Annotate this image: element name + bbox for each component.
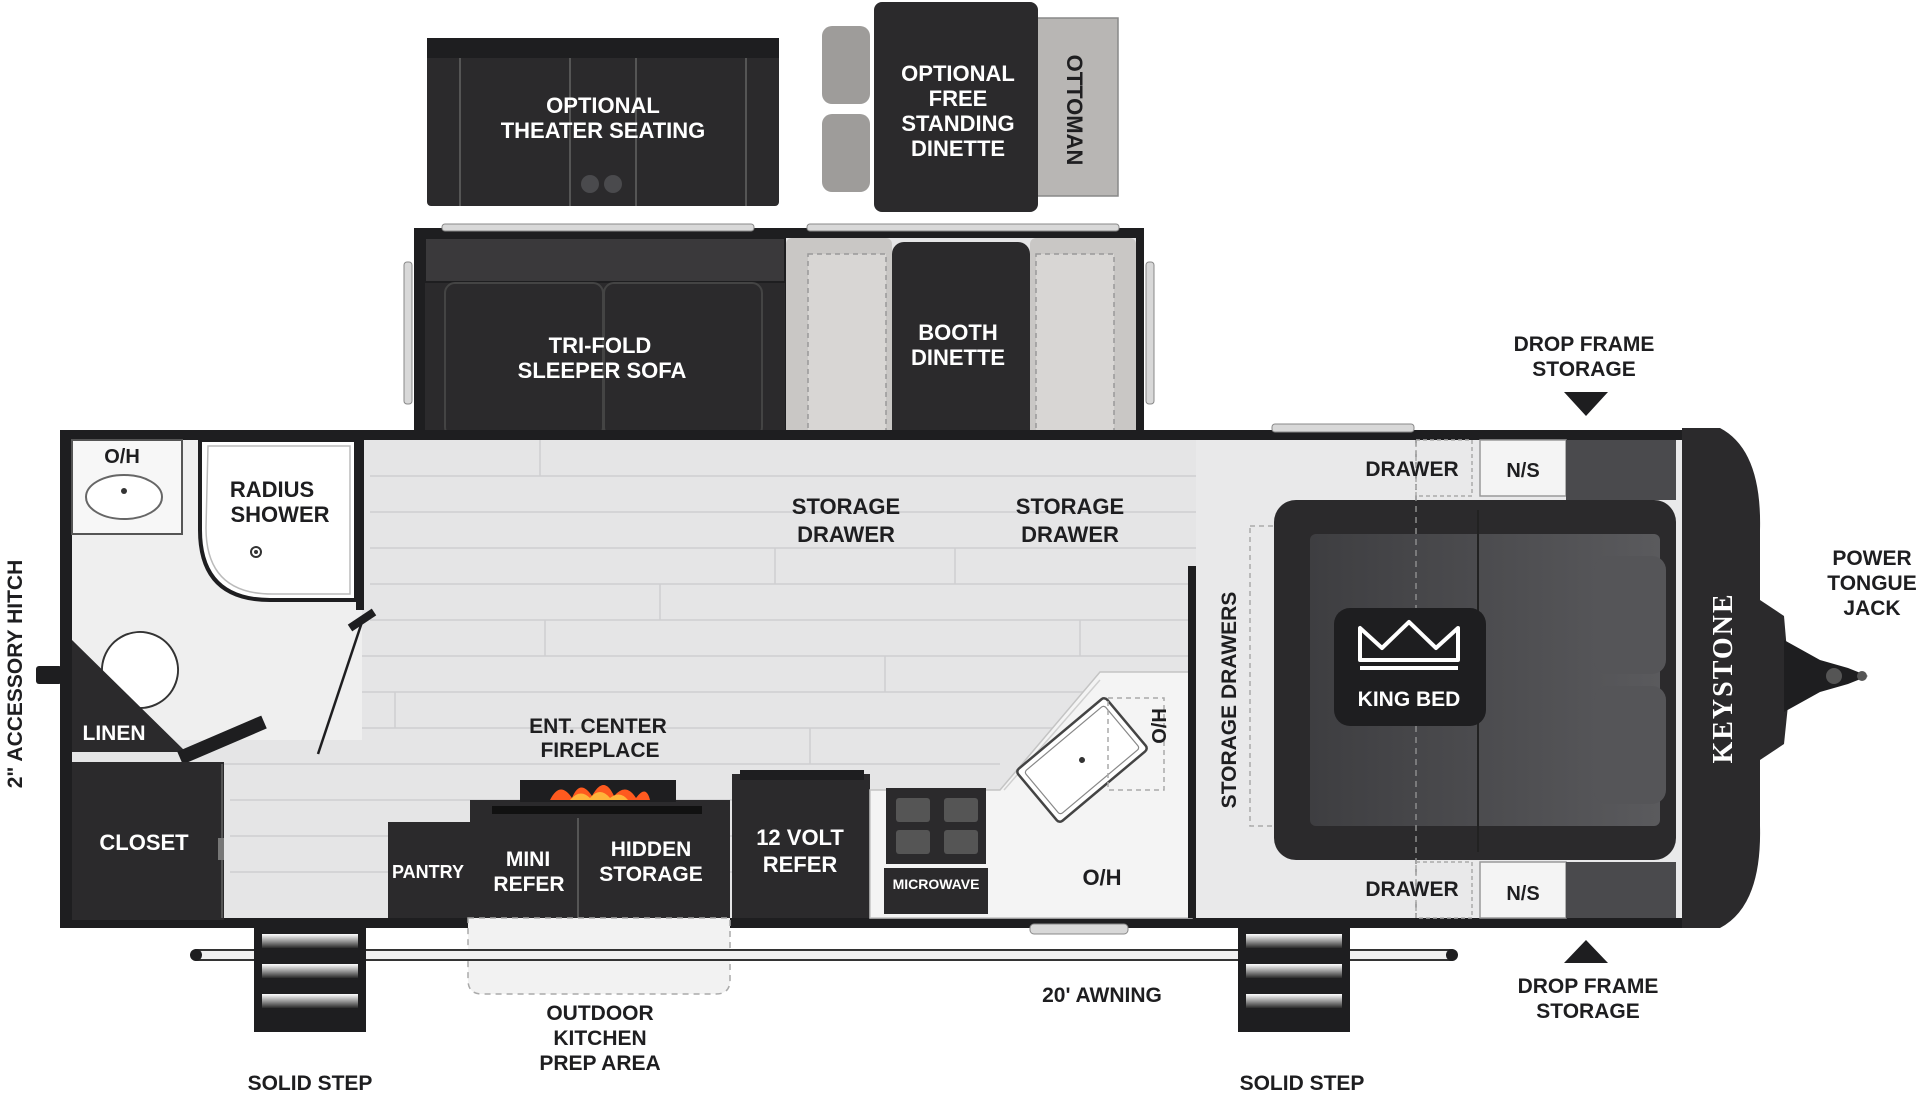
bedroom: STORAGE DRAWERS KING BED N/S N/S DRAWER …: [1196, 439, 1692, 919]
outdoor-kitchen-label-2: KITCHEN: [553, 1027, 646, 1050]
bath-oh-label: O/H: [104, 446, 140, 468]
drop-frame-storage-bottom-label-1: DROP FRAME: [1518, 975, 1659, 998]
drawer-bottom-label: DRAWER: [1365, 878, 1458, 901]
pantry-label: PANTRY: [392, 862, 464, 882]
sleeper-sofa-label-2: SLEEPER SOFA: [518, 358, 687, 383]
accessory-hitch-label: 2" ACCESSORY HITCH: [4, 560, 27, 789]
keystone-logo: KEYSTONE: [1708, 592, 1739, 763]
free-dinette-label-4: DINETTE: [911, 136, 1005, 161]
awning-label: 20' AWNING: [1042, 984, 1162, 1007]
drop-frame-storage-top-label-2: STORAGE: [1532, 358, 1635, 381]
booth-dinette-label-2: DINETTE: [911, 345, 1005, 370]
hidden-storage-label-1: HIDDEN: [611, 838, 692, 861]
booth-dinette-label-1: BOOTH: [918, 320, 997, 345]
optional-free-standing-dinette: OPTIONAL FREE STANDING DINETTE OTTOMAN: [822, 2, 1119, 212]
volt-refer-label-1: 12 VOLT: [756, 825, 844, 850]
kitchen: PANTRY ENT. CENTER FIREPLACE MINI REFER …: [388, 452, 1210, 919]
sleeper-sofa-label-1: TRI-FOLD: [549, 333, 652, 358]
optional-theater-seating: OPTIONAL THEATER SEATING: [427, 38, 779, 206]
kitchen-oh-label: O/H: [1082, 865, 1121, 890]
front-cap: KEYSTONE: [1682, 428, 1868, 928]
ns-top-label: N/S: [1506, 460, 1539, 482]
closet-label: CLOSET: [99, 830, 189, 855]
microwave-label: MICROWAVE: [893, 876, 980, 892]
storage-drawers-dinette: STORAGE DRAWER STORAGE DRAWER: [792, 494, 1124, 547]
exterior: [190, 917, 1458, 1032]
free-dinette-label-1: OPTIONAL: [901, 61, 1015, 86]
outdoor-kitchen-label-3: PREP AREA: [539, 1052, 660, 1075]
mini-refer-label-2: REFER: [493, 873, 564, 896]
power-tongue-jack-label-2: TONGUE: [1827, 572, 1916, 595]
slideout: TRI-FOLD SLEEPER SOFA BOOTH DINETTE: [403, 223, 1155, 454]
king-bed-label: KING BED: [1358, 688, 1461, 711]
radius-shower-label-1: RADIUS: [230, 477, 314, 502]
power-tongue-jack-label-1: POWER: [1832, 547, 1911, 570]
arrow-down-icon: [1564, 392, 1608, 416]
drawer-top-label: DRAWER: [1365, 458, 1458, 481]
theater-seating-label-2: THEATER SEATING: [501, 118, 706, 143]
free-dinette-label-3: STANDING: [901, 111, 1014, 136]
ottoman-label: OTTOMAN: [1062, 55, 1087, 166]
storage-drawer-right-label-1: STORAGE: [1016, 494, 1124, 519]
ent-center-label-1: ENT. CENTER: [529, 715, 667, 738]
mini-refer-label-1: MINI: [506, 848, 550, 871]
volt-refer-label-2: REFER: [763, 852, 838, 877]
radius-shower-label-2: SHOWER: [231, 502, 330, 527]
ns-bottom-label: N/S: [1506, 883, 1539, 905]
kitchen-oh-side-label: O/H: [1149, 708, 1171, 744]
drop-frame-storage-top-label-1: DROP FRAME: [1514, 333, 1655, 356]
arrow-up-icon: [1564, 940, 1608, 963]
ent-center-label-2: FIREPLACE: [540, 739, 659, 762]
power-tongue-jack-label-3: JACK: [1843, 597, 1900, 620]
hidden-storage-label-2: STORAGE: [599, 863, 702, 886]
solid-step-left-label: SOLID STEP: [248, 1072, 373, 1094]
free-dinette-label-2: FREE: [929, 86, 988, 111]
linen-label: LINEN: [83, 722, 146, 745]
storage-drawers-label: STORAGE DRAWERS: [1218, 592, 1241, 809]
drop-frame-storage-bottom-label-2: STORAGE: [1536, 1000, 1639, 1023]
theater-seating-label-1: OPTIONAL: [546, 93, 660, 118]
storage-drawer-left-label-2: DRAWER: [797, 522, 895, 547]
storage-drawer-left-label-1: STORAGE: [792, 494, 900, 519]
storage-drawer-right-label-2: DRAWER: [1021, 522, 1119, 547]
outdoor-kitchen-label-1: OUTDOOR: [546, 1002, 653, 1025]
sink: [1016, 697, 1148, 823]
bathroom: O/H RADIUS SHOWER LINEN CLOSET: [71, 438, 377, 920]
accessory-hitch: 2" ACCESSORY HITCH: [4, 560, 62, 789]
solid-step-right-label: SOLID STEP: [1240, 1072, 1365, 1094]
